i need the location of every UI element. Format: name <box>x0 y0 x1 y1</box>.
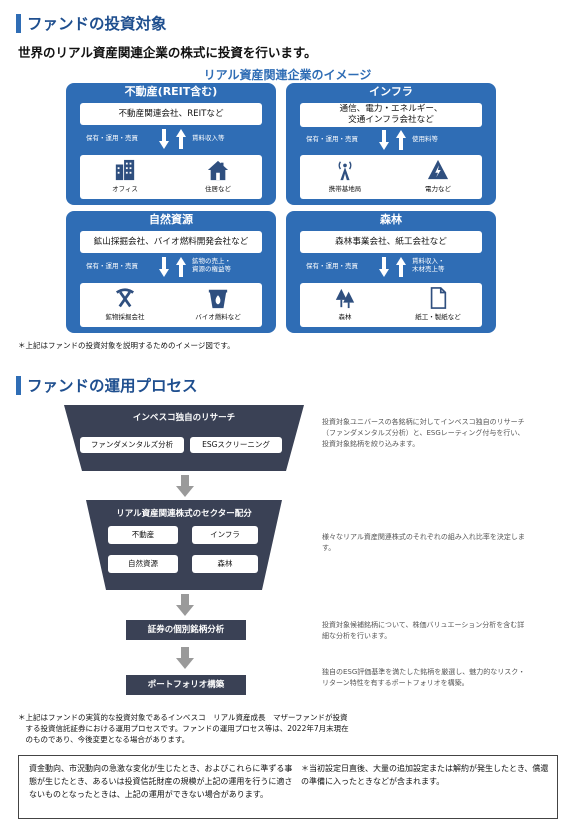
icon-label: 森林 <box>338 313 352 321</box>
up-flow-label-line2: 木材売上等 <box>412 264 445 273</box>
biofuel-bucket-icon <box>208 289 228 309</box>
sector-companies: 通信、電力・エネルギー、 交通インフラ会社など <box>300 103 482 127</box>
funnel-step1-shape <box>64 405 304 471</box>
down-flow-label: 保有・運用・売買 <box>86 262 138 270</box>
down-arrow-icon <box>176 594 194 616</box>
heading-accent-bar <box>16 13 21 33</box>
companies-text: 森林事業会社、紙工会社など <box>335 236 447 247</box>
step1-fundamentals-box: ファンダメンタルズ分析 <box>80 437 184 453</box>
up-flow-label-line2: 資源の権益等 <box>192 264 231 273</box>
icon-label: 電力など <box>425 185 451 193</box>
heading-accent-bar <box>16 375 21 395</box>
step2-natural-box: 自然資源 <box>108 555 178 573</box>
disclaimer-right: ＊当初設定日直後、大量の追加設定または解約が発生したとき、償還の準備に入ったとき… <box>301 764 549 787</box>
icon-cell: 住居など <box>188 159 248 193</box>
section-heading-process: ファンドの運用プロセス <box>16 374 198 396</box>
arrow-down-icon <box>159 129 169 149</box>
lead-text: 世界のリアル資産関連企業の株式に投資を行います。 <box>18 45 317 60</box>
sector-title: 不動産(REIT含む) <box>124 85 218 98</box>
icon-label: オフィス <box>112 185 138 193</box>
step3-description: 投資対象候補銘柄について、株価バリュエーション分析を含む詳細な分析を行います。 <box>322 621 525 640</box>
step2-forest-box: 森林 <box>192 555 258 573</box>
up-flow-label-line1: 賃料収入・ <box>412 257 445 265</box>
sector-icons-panel: 携帯基地局 電力など <box>300 155 482 199</box>
icon-cell: オフィス <box>95 159 155 193</box>
step1-description: 投資対象ユニバースの各銘柄に対してインベスコ独自のリサーチ（ファンダメンタルズ分… <box>322 418 525 448</box>
step4-description: 独自のESG評価基準を満たした銘柄を厳選し、魅力的なリスク・リターン特性を有する… <box>322 668 526 687</box>
up-flow-label-line1: 鉱物の売上・ <box>192 257 231 265</box>
icon-cell: 電力など <box>408 159 468 193</box>
sector-companies: 不動産関連会社、REITなど <box>80 103 262 125</box>
office-building-icon <box>115 159 135 181</box>
process-note: ＊上記はファンドの実質的な投資対象であるインベスコ リアル資産成長 マザーファン… <box>18 713 349 746</box>
arrow-up-icon <box>176 129 186 149</box>
image-title: リアル資産関連企業のイメージ <box>203 68 372 82</box>
companies-text-line1: 通信、電力・エネルギー、 <box>339 104 443 115</box>
icon-label: 住居など <box>205 185 231 193</box>
house-icon <box>207 160 229 181</box>
down-arrow-icon <box>176 475 194 497</box>
image-note: ＊上記はファンドの投資対象を説明するためのイメージ図です。 <box>18 341 235 350</box>
trees-icon <box>335 288 355 309</box>
sector-companies: 森林事業会社、紙工会社など <box>300 231 482 253</box>
sector-infra: インフラ 通信、電力・エネルギー、 交通インフラ会社など 保有・運用・売買 使用… <box>286 83 496 205</box>
process-note-line3: のものであり、今後変更となる場合があります。 <box>18 734 190 744</box>
icon-cell: 森林 <box>315 287 375 321</box>
up-flow-label: 賃料収入・ 木材売上等 <box>412 257 445 274</box>
icon-cell: 携帯基地局 <box>315 159 375 193</box>
sector-title: インフラ <box>369 85 413 98</box>
up-flow-label: 賃料収入等 <box>192 134 225 142</box>
step1-esg-box: ESGスクリーニング <box>190 437 282 453</box>
section-heading-investment-target: ファンドの投資対象 <box>16 12 167 34</box>
sector-title: 森林 <box>380 213 402 226</box>
icon-label: バイオ燃料など <box>195 313 241 321</box>
sector-icons-panel: 鉱物採掘会社 バイオ燃料など <box>80 283 262 327</box>
arrow-down-icon <box>379 257 389 277</box>
companies-text: 不動産関連会社、REITなど <box>118 108 224 119</box>
sector-forest: 森林 森林事業会社、紙工会社など 保有・運用・売買 賃料収入・ 木材売上等 森林… <box>286 211 496 333</box>
process-note-line1: ＊上記はファンドの実質的な投資対象であるインベスコ リアル資産成長 マザーファン… <box>18 713 348 722</box>
down-arrow-icon <box>176 647 194 669</box>
arrow-down-icon <box>379 130 389 150</box>
icon-label: 紙工・製紙など <box>415 313 461 321</box>
sector-title: 自然資源 <box>149 213 193 226</box>
arrow-up-icon <box>396 130 406 150</box>
icon-label: 携帯基地局 <box>328 185 362 193</box>
icon-label: 鉱物採掘会社 <box>105 313 145 321</box>
sector-companies: 鉱山採掘会社、バイオ燃料開発会社など <box>80 231 262 253</box>
icon-cell: バイオ燃料など <box>188 287 248 321</box>
step2-real-estate-box: 不動産 <box>108 526 178 544</box>
step2-infra-box: インフラ <box>192 526 258 544</box>
icon-cell: 紙工・製紙など <box>408 287 468 321</box>
sector-icons-panel: 森林 紙工・製紙など <box>300 283 482 327</box>
up-flow-label: 鉱物の売上・ 資源の権益等 <box>192 257 231 274</box>
arrow-down-icon <box>159 257 169 277</box>
step2-title: リアル資産関連株式のセクター配分 <box>116 509 252 519</box>
companies-text-line2: 交通インフラ会社など <box>348 115 434 125</box>
step3-box: 証券の個別銘柄分析 <box>126 620 246 640</box>
section-title: ファンドの運用プロセス <box>27 377 198 395</box>
companies-text: 鉱山採掘会社、バイオ燃料開発会社など <box>93 236 249 247</box>
disclaimer-left: 資金動向、市況動向の急激な変化が生じたとき、およびこれらに準ずる事態が生じたとき… <box>29 764 293 800</box>
icon-cell: 鉱物採掘会社 <box>95 287 155 321</box>
up-flow-label: 使用料等 <box>412 135 438 143</box>
lightning-icon <box>427 159 449 180</box>
process-note-line2: する投資信託証券における運用プロセスです。ファンドの運用プロセス等は、2022年… <box>18 723 349 733</box>
disclaimer-box: 資金動向、市況動向の急激な変化が生じたとき、およびこれらに準ずる事態が生じたとき… <box>18 755 558 819</box>
down-flow-label: 保有・運用・売買 <box>86 134 138 142</box>
step1-title: インベスコ独自のリサーチ <box>132 413 236 423</box>
down-flow-label: 保有・運用・売買 <box>306 135 358 143</box>
radio-tower-icon <box>338 161 352 181</box>
step4-box: ポートフォリオ構築 <box>126 675 246 695</box>
sector-icons-panel: オフィス 住居など <box>80 155 262 199</box>
sector-real-estate: 不動産(REIT含む) 不動産関連会社、REITなど 保有・運用・売買 賃料収入… <box>66 83 276 205</box>
down-flow-label: 保有・運用・売買 <box>306 262 358 270</box>
section-title: ファンドの投資対象 <box>27 15 167 33</box>
sector-natural-resources: 自然資源 鉱山採掘会社、バイオ燃料開発会社など 保有・運用・売買 鉱物の売上・ … <box>66 211 276 333</box>
arrow-up-icon <box>176 257 186 277</box>
pickaxe-icon <box>115 288 135 308</box>
step2-description: 様々なリアル資産関連株式のそれぞれの組み入れ比率を決定します。 <box>322 533 525 552</box>
paper-document-icon <box>430 287 447 309</box>
arrow-up-icon <box>396 257 406 277</box>
